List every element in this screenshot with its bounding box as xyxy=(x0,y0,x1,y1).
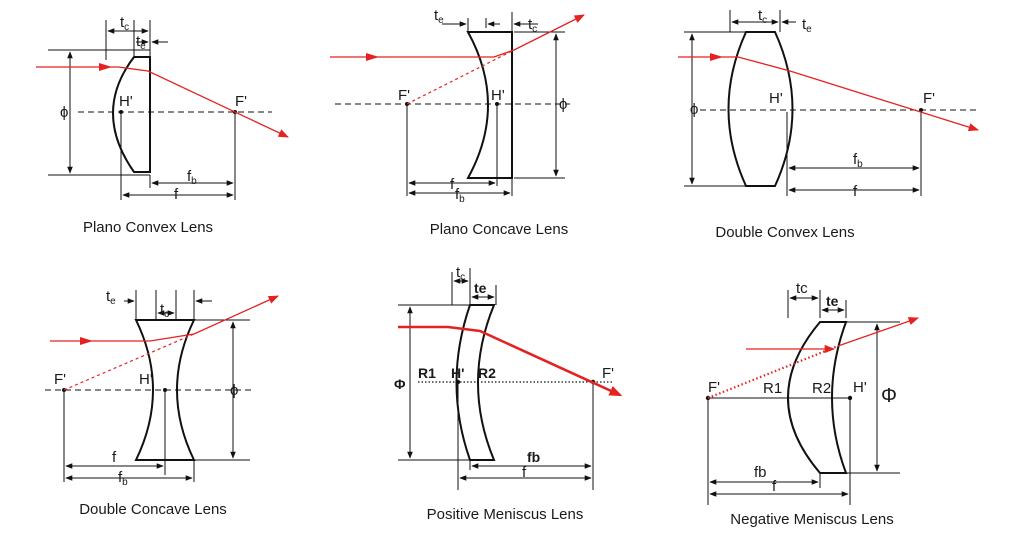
p1-fb-label: fb xyxy=(187,168,197,187)
p1-te-label: te xyxy=(136,33,146,52)
p4-f-point-label: F' xyxy=(54,371,66,388)
p3-f-label: f xyxy=(853,183,858,200)
p5-phi-label: Φ xyxy=(394,376,406,392)
p4-f-label: f xyxy=(112,449,117,466)
p3-f-point-label: F' xyxy=(923,90,935,107)
p6-fb-label: fb xyxy=(754,464,767,481)
p3-phi-label: ϕ xyxy=(690,101,698,118)
p5-r2-label: R2 xyxy=(478,365,496,381)
p5-h-label: H' xyxy=(451,365,464,381)
p6-r1-label: R1 xyxy=(763,380,782,397)
caption-negative-meniscus: Negative Meniscus Lens xyxy=(730,511,893,528)
p2-f-point-label: F' xyxy=(398,87,410,104)
p5-fb-label: fb xyxy=(527,449,540,465)
p5-f-label: f xyxy=(522,464,527,481)
panel-plano-convex: tc te ϕ H' F' fb f Plano Convex Lens xyxy=(36,14,289,236)
plano-concave-lens xyxy=(466,31,513,179)
p4-h-label: H' xyxy=(139,371,153,388)
p4-phi-label: ϕ xyxy=(230,382,238,399)
p4-tc-label: tc xyxy=(160,301,169,320)
caption-plano-concave: Plano Concave Lens xyxy=(430,221,568,238)
caption-positive-meniscus: Positive Meniscus Lens xyxy=(427,506,584,523)
p2-f-label: f xyxy=(450,176,455,193)
p2-phi-label: ϕ xyxy=(559,96,567,113)
p3-te-label: te xyxy=(802,16,812,35)
p6-f-label: f xyxy=(772,478,777,495)
panel-double-convex: tc te ϕ H' F' fb f Double Convex Lens xyxy=(678,7,979,241)
panel-negative-meniscus: tc te F' R1 R2 H' Φ fb f Negative Menisc… xyxy=(705,280,919,528)
p5-f-point-label: F' xyxy=(602,365,614,382)
p4-fb-label: fb xyxy=(118,469,128,488)
p6-phi-label: Φ xyxy=(881,385,897,407)
p1-f-label: f xyxy=(174,186,179,203)
p4-te-label: te xyxy=(106,288,116,307)
p3-tc-label: tc xyxy=(758,7,767,26)
p6-h-label: H' xyxy=(853,379,867,396)
p1-phi-label: ϕ xyxy=(60,104,68,121)
panel-positive-meniscus: tc te Φ R1 H' R2 F' fb f Positive Menisc… xyxy=(394,264,623,523)
p6-f-point-label: F' xyxy=(708,379,720,396)
caption-double-concave: Double Concave Lens xyxy=(79,501,227,518)
caption-plano-convex: Plano Convex Lens xyxy=(83,219,213,236)
p1-f-point-label: F' xyxy=(235,93,247,110)
caption-double-convex: Double Convex Lens xyxy=(715,224,854,241)
p2-te-label: te xyxy=(434,7,444,26)
p1-h-label: H' xyxy=(119,93,133,110)
p2-h-label: H' xyxy=(491,87,505,104)
p1-tc-label: tc xyxy=(120,14,129,33)
p6-r2-label: R2 xyxy=(812,380,831,397)
p2-fb-label: fb xyxy=(455,186,465,205)
plano-convex-lens xyxy=(112,56,151,173)
panel-double-concave: te tc F' H' ϕ f fb Double Concave Lens xyxy=(45,288,279,518)
p3-h-label: H' xyxy=(769,90,783,107)
p3-fb-label: fb xyxy=(853,151,863,170)
p5-te-label: te xyxy=(474,280,487,296)
p6-tc-label: tc xyxy=(796,280,808,297)
double-convex-lens xyxy=(727,31,794,187)
p5-r1-label: R1 xyxy=(418,365,436,381)
panel-plano-concave: te tc F' H' ϕ f fb Plano Concave Lens xyxy=(330,7,585,238)
p6-te-label: te xyxy=(826,293,839,309)
p5-tc-label: tc xyxy=(456,264,465,283)
p2-tc-label: tc xyxy=(528,16,537,35)
